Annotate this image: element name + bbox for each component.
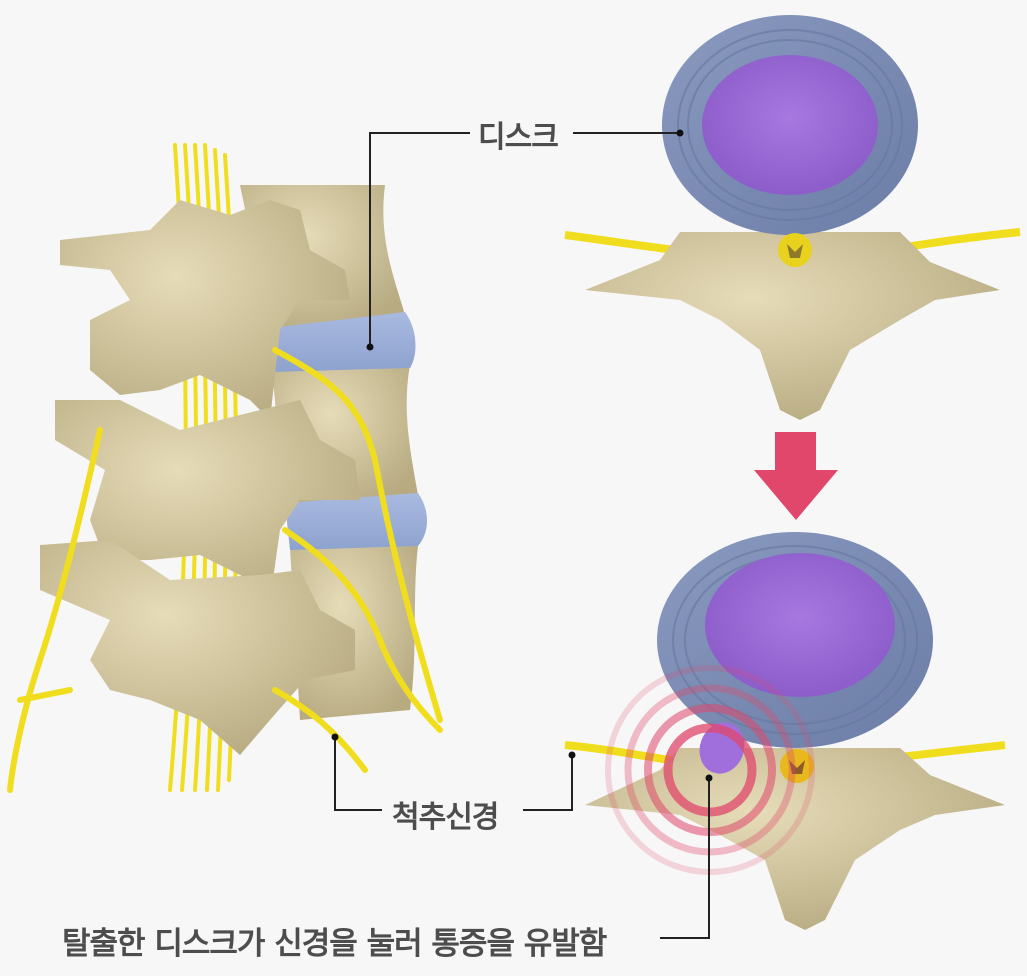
herniated-cross-section <box>564 532 1006 930</box>
side-view-spine <box>7 143 443 793</box>
side-discs <box>270 312 427 550</box>
down-arrow-icon <box>754 432 838 520</box>
disc-nucleus <box>705 553 895 697</box>
vertebra <box>585 232 1000 420</box>
exiting-nerve-roots <box>7 347 443 793</box>
label-spinal-nerve: 척추신경 <box>392 800 499 835</box>
caption-herniation: 탈출한 디스크가 신경을 눌러 통증을 유발함 <box>62 926 607 962</box>
spinal-cord <box>780 749 814 783</box>
spinal-cord <box>778 233 812 267</box>
normal-cross-section <box>564 15 1021 420</box>
leader-lines <box>334 132 710 939</box>
disc-nucleus <box>702 55 878 195</box>
vertebra <box>585 748 1005 930</box>
label-disc: 디스크 <box>478 120 559 155</box>
posterior-elements <box>40 200 360 755</box>
leader-dots <box>331 129 713 782</box>
